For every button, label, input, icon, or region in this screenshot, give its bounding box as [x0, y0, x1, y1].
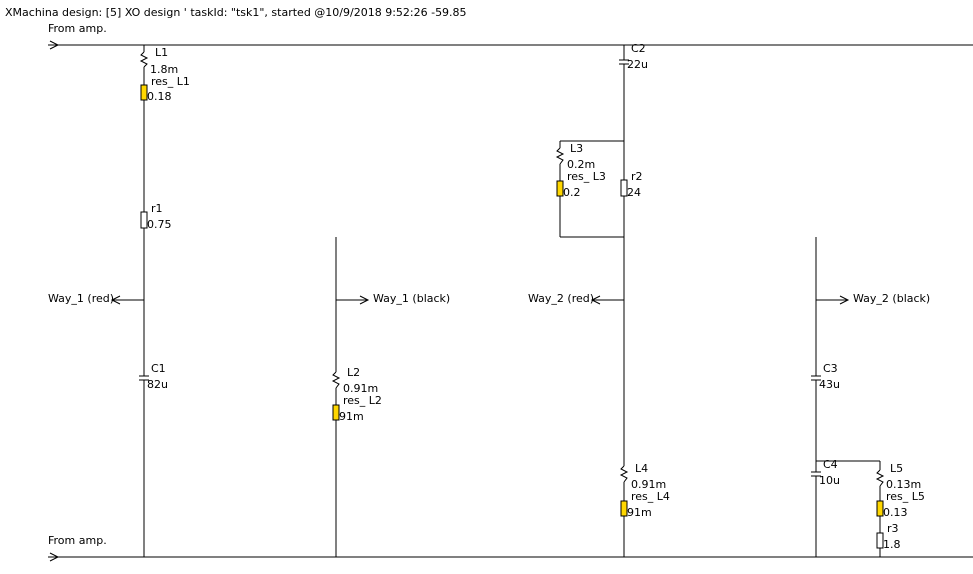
- res-L5-name: res_ L5: [886, 490, 925, 503]
- r3-name: r3: [887, 522, 899, 535]
- inductor-L4-icon: [619, 465, 629, 483]
- C4-value: 10u: [819, 474, 840, 487]
- res-L5-value: 0.13: [883, 506, 908, 519]
- top-rail: From amp.: [48, 22, 973, 50]
- window-title: XMachina design: [5] XO design ' taskId:…: [5, 6, 467, 19]
- L1-value: 1.8m: [150, 63, 178, 76]
- from-amp-top-label: From amp.: [48, 22, 107, 35]
- C3-name: C3: [823, 362, 838, 375]
- inductor-L1-icon: [139, 51, 149, 68]
- inductor-L2-icon: [331, 371, 341, 389]
- C2-name: C2: [631, 42, 646, 55]
- r1-value: 0.75: [147, 218, 172, 231]
- L4-name: L4: [635, 462, 648, 475]
- C4-name: C4: [823, 458, 838, 471]
- L5-name: L5: [890, 462, 903, 475]
- way2-black-label: Way_2 (black): [853, 292, 930, 305]
- output-arrow-icon: [590, 295, 601, 305]
- output-arrow-icon: [839, 295, 850, 305]
- L1-name: L1: [155, 46, 168, 59]
- inductor-L3-icon: [555, 147, 565, 165]
- L4-value: 0.91m: [631, 478, 666, 491]
- inductor-L5-icon: [875, 469, 885, 487]
- res-L2-name: res_ L2: [343, 394, 382, 407]
- C3-value: 43u: [819, 378, 840, 391]
- res-L4-name: res_ L4: [631, 490, 670, 503]
- r2-name: r2: [631, 170, 643, 183]
- C1-value: 82u: [147, 378, 168, 391]
- way2-black-branch: C3 43u C4 10u L5 0.13m res_ L5 0.13 r3 1…: [811, 237, 930, 557]
- C2-value: 22u: [627, 58, 648, 71]
- way1-red-label: Way_1 (red): [48, 292, 114, 305]
- L5-value: 0.13m: [886, 478, 921, 491]
- from-amp-bottom-label: From amp.: [48, 534, 107, 547]
- res-L1-value: 0.18: [147, 90, 172, 103]
- way1-black-branch: L2 0.91m res_ L2 91m Way_1 (black): [331, 237, 450, 557]
- res-L3-value: 0.2: [563, 186, 581, 199]
- r2-value: 24: [627, 186, 641, 199]
- res-L3-name: res_ L3: [567, 170, 606, 183]
- L3-name: L3: [570, 142, 583, 155]
- L2-value: 0.91m: [343, 382, 378, 395]
- res-L1-name: res_ L1: [151, 75, 190, 88]
- way2-red-label: Way_2 (red): [528, 292, 594, 305]
- r1-name: r1: [151, 202, 163, 215]
- way2-red-branch: C2 22u L3 0.2m res_ L3 0.2 r2 24 L4 0.91…: [528, 42, 670, 557]
- res-L4-value: 91m: [627, 506, 652, 519]
- res-L2-value: 91m: [339, 410, 364, 423]
- L2-name: L2: [347, 366, 360, 379]
- way1-black-label: Way_1 (black): [373, 292, 450, 305]
- C1-name: C1: [151, 362, 166, 375]
- L3-value: 0.2m: [567, 158, 595, 171]
- output-arrow-icon: [110, 295, 121, 305]
- input-arrow-icon: [49, 40, 60, 50]
- bottom-rail: From amp.: [48, 534, 973, 562]
- input-arrow-icon: [49, 552, 60, 562]
- r3-value: 1.8: [883, 538, 901, 551]
- output-arrow-icon: [359, 295, 370, 305]
- way1-red-branch: L1 1.8m res_ L1 0.18 r1 0.75 C1 82u Way_…: [48, 45, 190, 557]
